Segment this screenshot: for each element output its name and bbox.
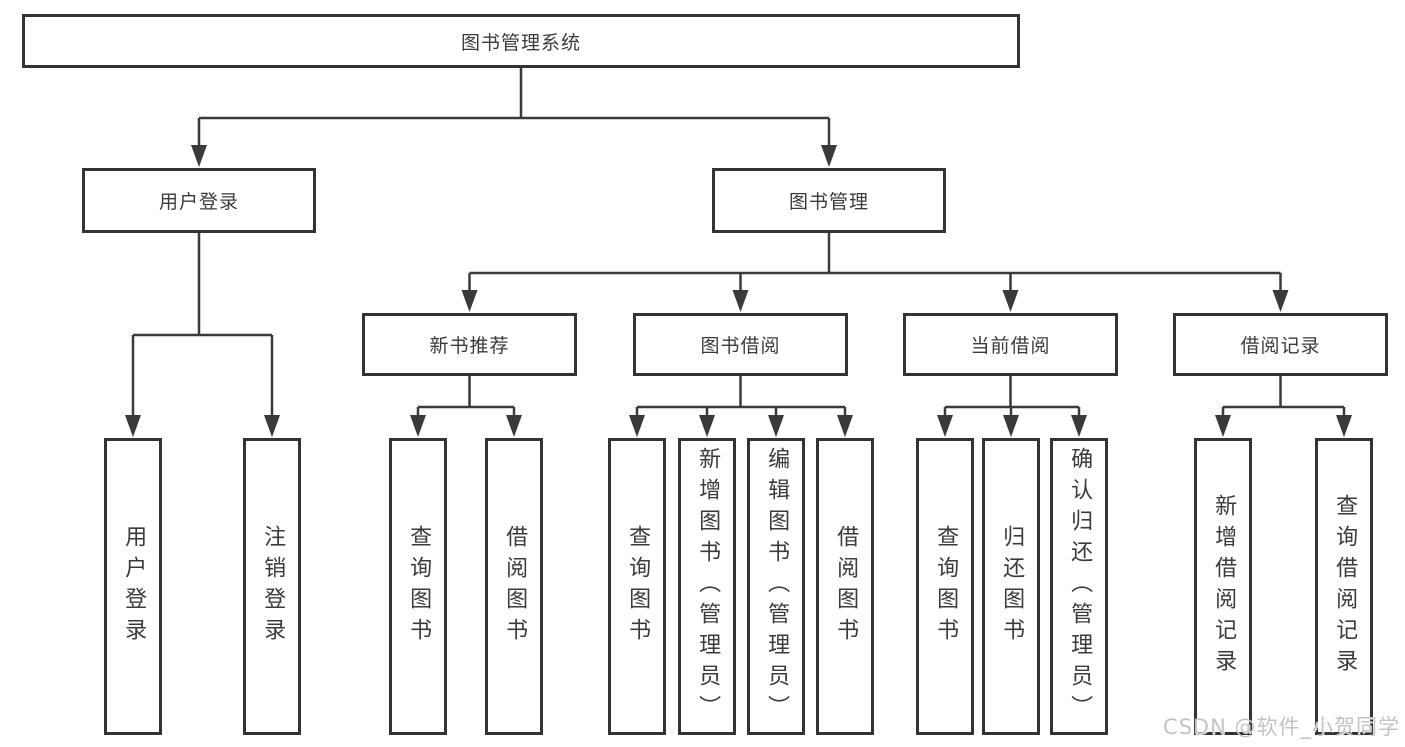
- arrow-icon: [1003, 415, 1019, 437]
- leaf-user-login: 用户登录: [104, 438, 162, 735]
- arrowheads: [125, 145, 1352, 437]
- leaf-rec-borrow-books: 借阅图书: [485, 438, 543, 735]
- leaf-borrow-query-books: 查询图书: [608, 438, 666, 735]
- node-current-borrow: 当前借阅: [903, 313, 1118, 376]
- leaf-return-books: 归还图书: [982, 438, 1040, 735]
- arrow-icon: [461, 290, 478, 312]
- arrow-icon: [410, 415, 426, 437]
- leaf-current-query-books: 查询图书: [916, 438, 974, 735]
- leaf-rec-borrow-books-label: 借阅图书: [502, 524, 528, 649]
- arrow-icon: [506, 415, 522, 437]
- node-current-borrow-label: 当前借阅: [970, 335, 1051, 357]
- arrow-icon: [1272, 290, 1289, 312]
- node-new-book-rec: 新书推荐: [362, 313, 577, 376]
- arrow-icon: [1336, 415, 1352, 437]
- node-user-login: 用户登录: [82, 168, 316, 233]
- leaf-add-books-admin-label: 新增图书（管理员）: [695, 447, 721, 726]
- node-book-mgmt-label: 图书管理: [788, 191, 869, 213]
- leaf-rec-query-books: 查询图书: [389, 438, 447, 735]
- arrow-icon: [191, 145, 207, 167]
- arrow-icon: [1002, 290, 1019, 312]
- arrow-icon: [937, 415, 953, 437]
- leaf-confirm-return-admin: 确认归还（管理员）: [1050, 438, 1108, 735]
- arrow-icon: [768, 415, 784, 437]
- leaf-add-borrow-record: 新增借阅记录: [1194, 438, 1252, 735]
- leaf-add-borrow-record-label: 新增借阅记录: [1211, 493, 1237, 680]
- connector-user-login-to-leaves: [131, 233, 274, 420]
- csdn-watermark: CSDN @软件_小贺同学: [1162, 715, 1400, 739]
- leaf-borrow-books: 借阅图书: [816, 438, 874, 735]
- arrow-icon: [264, 415, 280, 437]
- leaf-confirm-return-admin-label: 确认归还（管理员）: [1067, 447, 1093, 726]
- arrow-icon: [1071, 415, 1087, 437]
- node-root: 图书管理系统: [22, 14, 1020, 68]
- arrow-icon: [837, 415, 853, 437]
- arrow-icon: [629, 415, 645, 437]
- node-user-login-label: 用户登录: [158, 191, 239, 213]
- arrow-icon: [699, 415, 715, 437]
- leaf-edit-books-admin: 编辑图书（管理员）: [747, 438, 805, 735]
- node-new-book-rec-label: 新书推荐: [429, 335, 510, 357]
- arrow-icon: [821, 145, 837, 167]
- arrow-icon: [125, 415, 141, 437]
- leaf-rec-query-books-label: 查询图书: [406, 524, 432, 649]
- node-root-label: 图书管理系统: [460, 31, 581, 54]
- leaf-user-login-label: 用户登录: [121, 524, 147, 649]
- connector-book-borrow-to-leaves: [635, 376, 847, 420]
- connector-root-to-level2: [197, 68, 831, 150]
- leaf-borrow-books-label: 借阅图书: [833, 524, 859, 649]
- connector-current-borrow-to-leaves: [943, 376, 1081, 420]
- leaf-query-borrow-record: 查询借阅记录: [1315, 438, 1373, 735]
- node-borrow-records: 借阅记录: [1173, 313, 1388, 376]
- connector-new-book-rec-to-leaves: [416, 376, 516, 420]
- connector-book-mgmt-to-level3: [468, 233, 1282, 295]
- leaf-edit-books-admin-label: 编辑图书（管理员）: [764, 447, 790, 726]
- node-borrow-records-label: 借阅记录: [1240, 335, 1321, 357]
- leaf-query-borrow-record-label: 查询借阅记录: [1332, 493, 1358, 680]
- node-book-borrow-label: 图书借阅: [700, 335, 781, 357]
- leaf-current-query-books-label: 查询图书: [933, 524, 959, 649]
- leaf-logout-label: 注销登录: [260, 524, 286, 649]
- leaf-add-books-admin: 新增图书（管理员）: [678, 438, 736, 735]
- leaf-logout: 注销登录: [243, 438, 301, 735]
- connector-borrow-records-to-leaves: [1221, 376, 1346, 420]
- node-book-mgmt: 图书管理: [712, 168, 946, 233]
- leaf-borrow-query-books-label: 查询图书: [625, 524, 651, 649]
- arrow-icon: [1215, 415, 1231, 437]
- node-book-borrow: 图书借阅: [633, 313, 848, 376]
- arrow-icon: [732, 290, 749, 312]
- leaf-return-books-label: 归还图书: [999, 524, 1025, 649]
